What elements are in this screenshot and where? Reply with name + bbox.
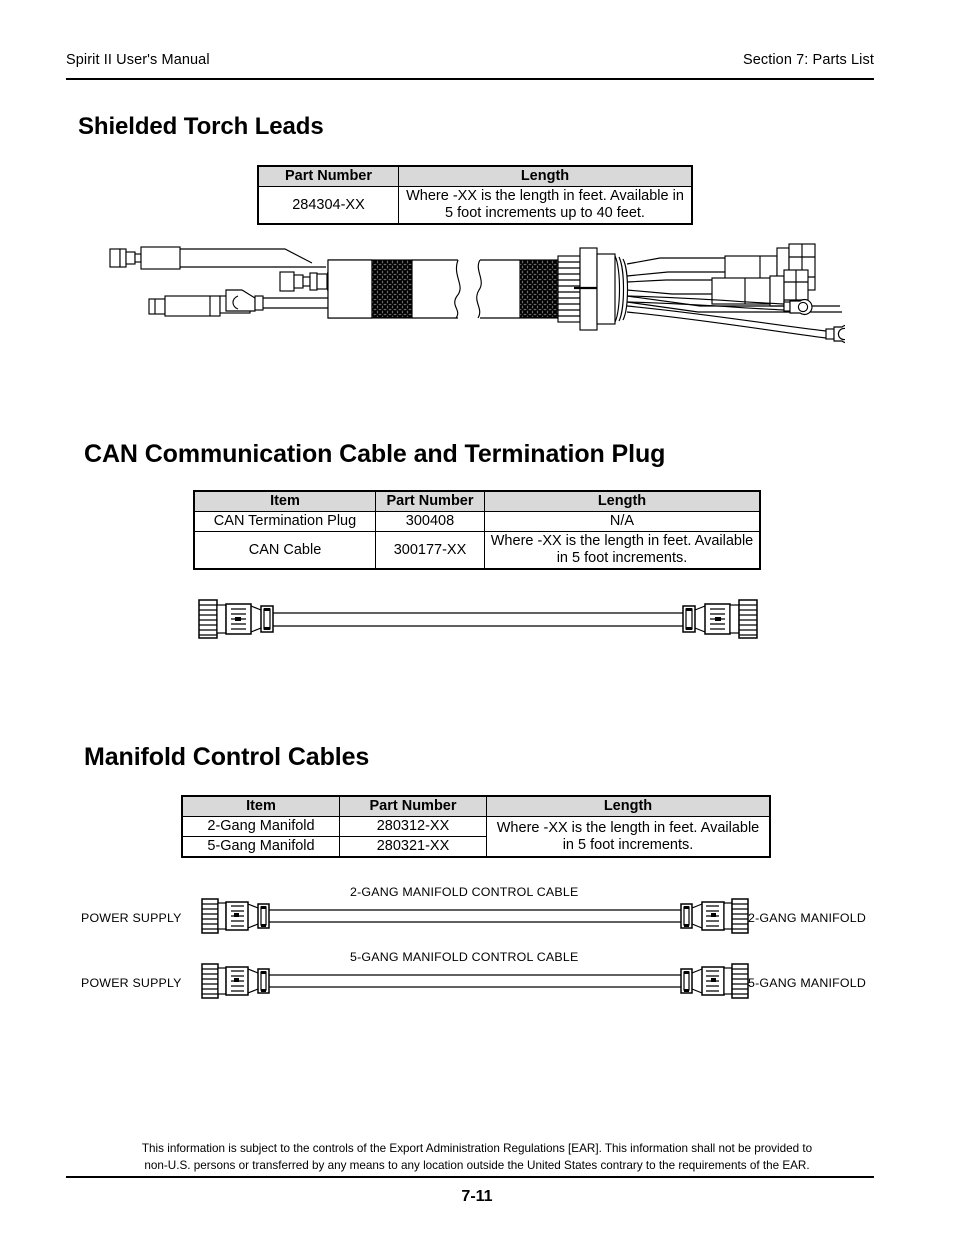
- table-shielded-torch-leads: Part Number Length 284304-XX Where -XX i…: [257, 165, 693, 226]
- table-header-row: Part Number Length: [257, 165, 693, 188]
- cell-part-number: 284304-XX: [257, 186, 399, 225]
- manifold-5gang-diagram: 5-GANG MANIFOLD CONTROL CABLE POWER SUPP…: [78, 947, 878, 1010]
- column-header-length: Length: [486, 795, 771, 818]
- footer-disclaimer-line-2: non-U.S. persons or transferred by any m…: [144, 1158, 810, 1172]
- table-manifold-control-cables: Item Part Number Length 2-Gang Manifold …: [181, 795, 771, 859]
- running-header: Spirit II User's Manual Section 7: Parts…: [66, 52, 874, 68]
- table-row: CAN Termination Plug 300408 N/A: [193, 511, 761, 533]
- can-cable-drawing: [193, 592, 763, 652]
- cell-length: Where -XX is the length in feet. Availab…: [484, 531, 761, 570]
- header-manual-title: Spirit II User's Manual: [66, 52, 210, 68]
- table-row: CAN Cable 300177-XX Where -XX is the len…: [193, 531, 761, 570]
- footer-divider: [66, 1176, 874, 1178]
- label-power-supply-left: POWER SUPPLY: [81, 911, 182, 925]
- cell-item: 2-Gang Manifold: [181, 816, 340, 838]
- cell-length-merged: Where -XX is the length in feet. Availab…: [486, 816, 771, 858]
- cell-part-number: 300408: [375, 511, 485, 533]
- label-5gang-cable: 5-GANG MANIFOLD CONTROL CABLE: [350, 950, 578, 964]
- table-row: 2-Gang Manifold 280312-XX Where -XX is t…: [181, 816, 771, 858]
- table-header-row: Item Part Number Length: [181, 795, 771, 818]
- header-divider: [66, 78, 874, 80]
- column-header-part-number: Part Number: [257, 165, 399, 188]
- page-title-can-communication-cable: CAN Communication Cable and Termination …: [84, 440, 666, 468]
- table-row: 5-Gang Manifold 280321-XX: [181, 836, 770, 858]
- label-2gang-cable: 2-GANG MANIFOLD CONTROL CABLE: [350, 885, 578, 899]
- cell-item: 5-Gang Manifold: [181, 836, 340, 858]
- column-header-part-number: Part Number: [339, 795, 487, 818]
- page-title-manifold-control-cables: Manifold Control Cables: [84, 743, 370, 771]
- table-row: 284304-XX Where -XX is the length in fee…: [257, 186, 693, 225]
- table-header-row: Item Part Number Length: [193, 490, 761, 513]
- cell-part-number: 280321-XX: [339, 836, 487, 858]
- cell-part-number: 280312-XX: [339, 816, 487, 838]
- page-number: 7-11: [461, 1188, 493, 1205]
- column-header-length: Length: [484, 490, 761, 513]
- table-can-communication-cable: Item Part Number Length CAN Termination …: [193, 490, 761, 571]
- column-header-part-number: Part Number: [375, 490, 485, 513]
- cell-part-number: 300177-XX: [375, 531, 485, 570]
- cell-length: N/A: [484, 511, 761, 533]
- header-section-title: Section 7: Parts List: [742, 52, 874, 68]
- footer-disclaimer: This information is subject to the contr…: [72, 1141, 882, 1175]
- column-header-item: Item: [193, 490, 376, 513]
- label-power-supply-left: POWER SUPPLY: [81, 976, 182, 990]
- cell-item: CAN Cable: [193, 531, 376, 570]
- label-2gang-manifold-right: 2-GANG MANIFOLD: [748, 911, 866, 925]
- cell-item: CAN Termination Plug: [193, 511, 376, 533]
- column-header-length: Length: [398, 165, 693, 188]
- manifold-2gang-diagram: 2-GANG MANIFOLD CONTROL CABLE POWER SUPP…: [78, 882, 878, 945]
- cell-length: Where -XX is the length in feet. Availab…: [398, 186, 693, 225]
- shielded-torch-leads-drawing: [100, 232, 858, 362]
- column-header-item: Item: [181, 795, 340, 818]
- footer-disclaimer-line-1: This information is subject to the contr…: [141, 1142, 813, 1155]
- page-title-shielded-torch-leads: Shielded Torch Leads: [78, 113, 324, 140]
- label-5gang-manifold-right: 5-GANG MANIFOLD: [748, 976, 866, 990]
